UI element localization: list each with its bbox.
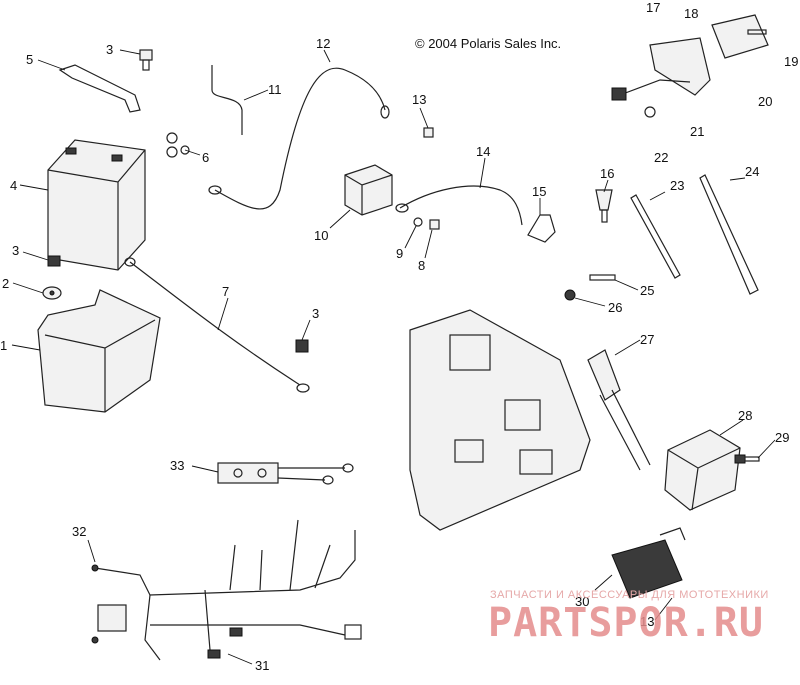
part-battery-box[interactable] (37, 289, 161, 413)
callout-27: 27 (640, 332, 654, 347)
part-cdi-box[interactable] (664, 429, 741, 511)
part-screw-29[interactable] (734, 454, 760, 464)
callout-23: 23 (670, 178, 684, 193)
part-bracket[interactable] (217, 462, 354, 485)
watermark-tagline: ЗАПЧАСТИ И АКСЕССУАРЫ ДЛЯ МОТОТЕХНИКИ (490, 589, 769, 601)
callout-31: 31 (255, 658, 269, 673)
callout-3: 3 (12, 243, 19, 258)
callout-4: 4 (10, 178, 17, 193)
callout-8: 8 (418, 258, 425, 273)
callout-30: 30 (575, 594, 589, 609)
part-small-nuts[interactable] (413, 127, 440, 230)
part-battery[interactable] (47, 139, 146, 271)
callout-29: 29 (775, 430, 789, 445)
callout-6: 6 (202, 150, 209, 165)
callout-26: 26 (608, 300, 622, 315)
watermark-brand: PARTSPOR.RU (488, 600, 764, 646)
callout-22: 22 (654, 150, 668, 165)
callout-11: 11 (268, 82, 282, 97)
callout-24: 24 (745, 164, 759, 179)
part-short-cable[interactable] (211, 65, 243, 135)
part-starter-cable[interactable] (208, 67, 390, 210)
leader-lines (11, 49, 776, 665)
part-solenoid[interactable] (344, 164, 393, 216)
part-washers[interactable] (166, 132, 190, 158)
part-wire-holder[interactable] (587, 349, 651, 471)
callout-5: 5 (26, 52, 33, 67)
callout-18: 18 (684, 6, 698, 21)
callout-7: 7 (222, 284, 229, 299)
part-wire-harness[interactable] (91, 519, 362, 661)
callout-16: 16 (600, 166, 614, 181)
callout-1: 1 (0, 338, 7, 353)
part-solenoid-cable[interactable] (395, 185, 523, 226)
callout-12: 12 (316, 36, 330, 51)
part-ground-cable[interactable] (124, 257, 310, 393)
callout-28: 28 (738, 408, 752, 423)
part-regulator-assembly[interactable] (611, 14, 769, 118)
callout-3: 3 (106, 42, 113, 57)
callout-20: 20 (758, 94, 772, 109)
callout-19: 19 (784, 54, 798, 69)
callout-32: 32 (72, 524, 86, 539)
part-clip[interactable] (527, 214, 556, 243)
part-fastener[interactable] (595, 189, 613, 223)
part-battery-strap[interactable] (58, 64, 141, 113)
callout-14: 14 (476, 144, 490, 159)
callout-10: 10 (314, 228, 328, 243)
part-bolt-middle[interactable] (295, 339, 309, 353)
callout-25: 25 (640, 283, 654, 298)
callout-15: 15 (532, 184, 546, 199)
callout-13: 13 (412, 92, 426, 107)
callout-2: 2 (2, 276, 9, 291)
callout-3: 3 (312, 306, 319, 321)
part-cable-tie-long[interactable] (699, 174, 759, 295)
callout-21: 21 (690, 124, 704, 139)
callout-9: 9 (396, 246, 403, 261)
part-mounting-panel[interactable] (409, 309, 591, 531)
part-control-module[interactable] (611, 527, 686, 599)
part-washer[interactable] (42, 286, 62, 300)
callout-17: 17 (646, 0, 660, 15)
callout-33: 33 (170, 458, 184, 473)
part-cable-tie-short[interactable] (630, 194, 681, 279)
copyright-notice: © 2004 Polaris Sales Inc. (415, 36, 562, 51)
callout-13: 13 (640, 614, 654, 629)
part-bolt-left[interactable] (47, 255, 61, 267)
part-screw-nut[interactable] (564, 274, 616, 301)
part-bolt-top[interactable] (139, 49, 153, 71)
